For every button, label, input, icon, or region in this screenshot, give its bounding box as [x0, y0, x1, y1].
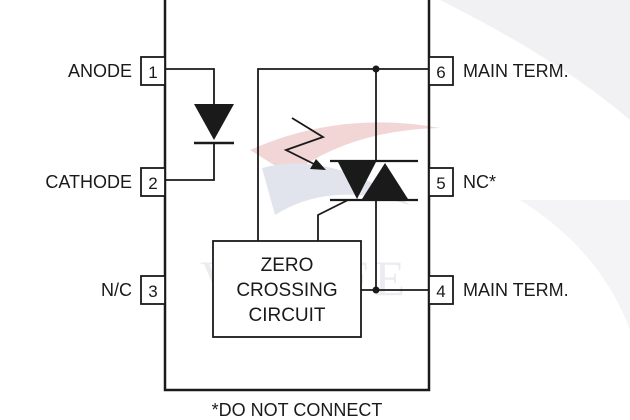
- pin-1-box: [140, 56, 166, 86]
- pin-2-number: 2: [148, 174, 157, 193]
- pin-1-number: 1: [148, 63, 157, 82]
- pin-5-number: 5: [436, 174, 445, 193]
- led-wiring: [165, 68, 215, 181]
- watermark-swoosh-red: [250, 122, 440, 175]
- junction-dot-top: [372, 65, 380, 73]
- pin-2-box: [140, 167, 166, 197]
- zero-crossing-line-2: CROSSING: [236, 280, 337, 301]
- footnote: *DO NOT CONNECT: [212, 400, 383, 420]
- light-emission-arrow-icon: [283, 117, 326, 170]
- zero-crossing-line-3: CIRCUIT: [248, 305, 325, 326]
- background-swoosh: [440, 0, 630, 120]
- pin-1-label: ANODE: [68, 61, 132, 81]
- pin-4-label: MAIN TERM.: [463, 280, 569, 300]
- pin-5-box: [428, 167, 454, 197]
- zero-crossing-box: [212, 240, 362, 338]
- triac-wiring: [257, 68, 429, 291]
- pin-5-label: NC*: [463, 172, 496, 192]
- pin-3-label: N/C: [101, 280, 132, 300]
- background-swoosh-lower: [520, 200, 630, 330]
- zero-crossing-line-1: ZERO: [261, 255, 314, 276]
- watermark-swoosh-blue: [262, 163, 410, 215]
- pin-6-label: MAIN TERM.: [463, 61, 569, 81]
- phototriac-icon: [330, 159, 418, 202]
- led-diode-icon: [194, 104, 234, 145]
- pin-2-label: CATHODE: [45, 172, 132, 192]
- pin-4-number: 4: [436, 282, 445, 301]
- junction-dot-bottom: [372, 286, 380, 294]
- pin-6-box: [428, 56, 454, 86]
- pin-3-number: 3: [148, 282, 157, 301]
- pin-6-number: 6: [436, 63, 445, 82]
- pin-3-box: [140, 275, 166, 305]
